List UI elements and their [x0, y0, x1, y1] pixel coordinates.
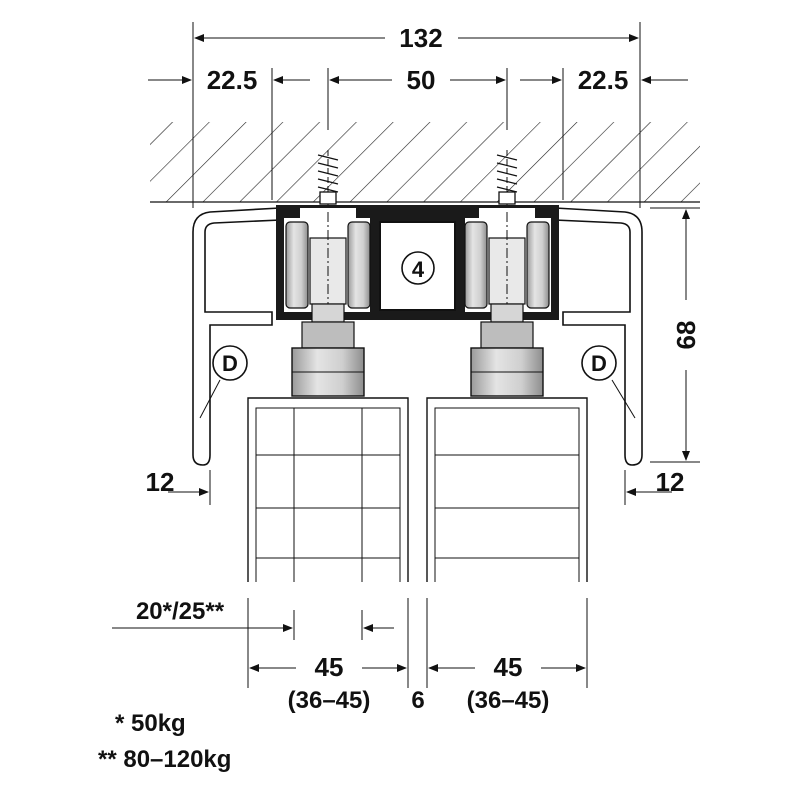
right-door-range-label: (36–45) [467, 687, 550, 714]
callout-4: 4 [401, 251, 435, 285]
left-door-width-label: 45 [315, 652, 344, 682]
right-door-panel [426, 397, 588, 582]
left-roller-carriage [285, 212, 371, 397]
left-offset-label: 22.5 [207, 65, 258, 95]
callout-right-d: D [581, 345, 636, 419]
dimension-door-thickness: 20*/25** [112, 598, 409, 688]
center-spacing-label: 50 [407, 65, 436, 95]
weight-notes: * 50kg ** 80–120kg [98, 710, 231, 773]
total-width-label: 132 [399, 23, 442, 53]
door-gap-label: 6 [411, 687, 424, 714]
callout-left-d: D [199, 345, 248, 419]
dimension-right-edge: 12 [624, 467, 685, 505]
height-label: 68 [671, 321, 701, 350]
left-edge-label: 12 [146, 467, 175, 497]
dimension-left-edge: 12 [146, 467, 211, 505]
right-offset-label: 22.5 [578, 65, 629, 95]
callout-4-label: 4 [412, 257, 425, 282]
dimension-left-door-width: 45 (36–45) [249, 652, 407, 714]
dimension-door-gap: 6 [411, 598, 428, 714]
right-edge-label: 12 [656, 467, 685, 497]
dimension-total-width: 132 [192, 22, 641, 208]
right-door-width-label: 45 [494, 652, 523, 682]
dimension-height: 68 [650, 207, 701, 463]
note-double-star: ** 80–120kg [98, 746, 231, 773]
dimension-offsets: 22.5 50 22.5 [148, 65, 688, 200]
callout-left-d-label: D [222, 351, 238, 376]
right-roller-carriage [464, 212, 550, 397]
left-door-range-label: (36–45) [288, 687, 371, 714]
note-single-star: * 50kg [115, 710, 186, 737]
door-thickness-label: 20*/25** [136, 598, 225, 625]
ceiling-slab [150, 122, 700, 203]
left-door-panel [247, 397, 409, 582]
fixing-screws [317, 150, 518, 212]
dimension-right-door-width: 45 (36–45) [428, 598, 588, 714]
callout-right-d-label: D [591, 351, 607, 376]
